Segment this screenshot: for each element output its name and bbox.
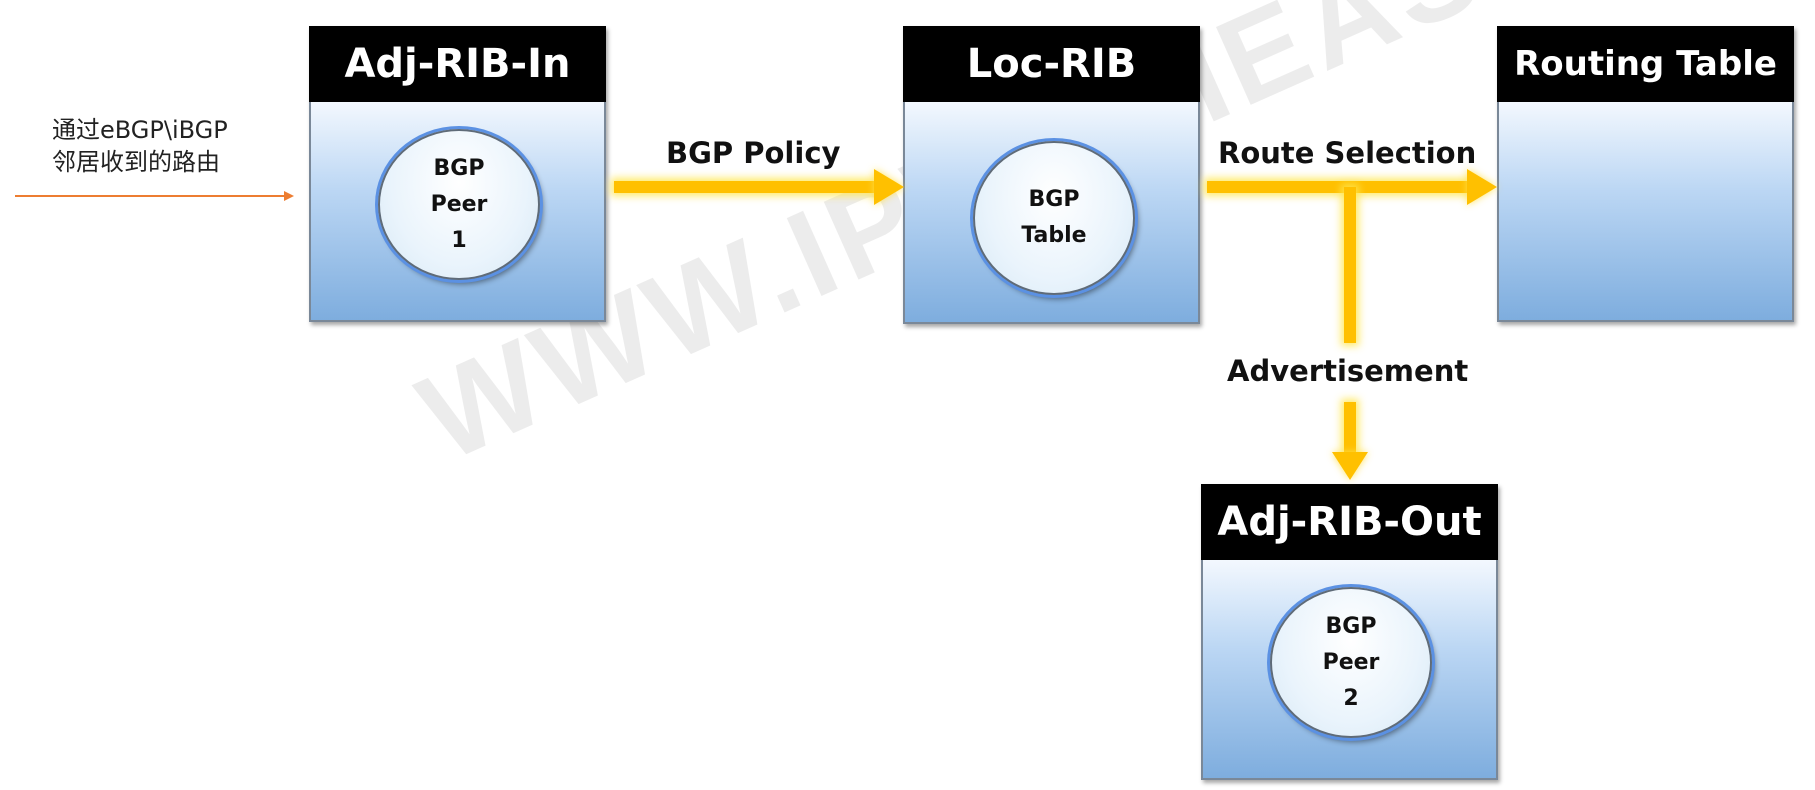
route-selection-arrowhead bbox=[1467, 169, 1497, 205]
loc-rib-box: Loc-RIB BGP Table bbox=[903, 26, 1200, 324]
routing-table-box: Routing Table bbox=[1497, 26, 1794, 322]
bgp-table-node: BGP Table bbox=[973, 141, 1135, 295]
bgp-policy-label: BGP Policy bbox=[666, 136, 841, 170]
incoming-arrowhead bbox=[284, 191, 294, 201]
bgp-peer-2-line-1: BGP bbox=[1325, 613, 1377, 639]
loc-rib-title: Loc-RIB bbox=[903, 26, 1200, 102]
bgp-peer-2-node: BGP Peer 2 bbox=[1270, 587, 1432, 738]
bgp-peer-1-line-1: BGP bbox=[433, 155, 485, 181]
advertisement-arrow-upper-shaft bbox=[1344, 187, 1356, 343]
advertisement-label: Advertisement bbox=[1227, 354, 1469, 388]
advertisement-arrowhead bbox=[1332, 452, 1368, 480]
incoming-routes-note-line-1: 通过eBGP\iBGP bbox=[52, 116, 228, 144]
adj-rib-out-title: Adj-RIB-Out bbox=[1201, 484, 1498, 560]
incoming-routes-note: 通过eBGP\iBGP 邻居收到的路由 bbox=[52, 114, 228, 178]
bgp-peer-1-node: BGP Peer 1 bbox=[378, 129, 540, 280]
adj-rib-in-title: Adj-RIB-In bbox=[309, 26, 606, 102]
routing-table-body bbox=[1497, 102, 1794, 322]
incoming-routes-note-line-2: 邻居收到的路由 bbox=[52, 148, 220, 176]
route-selection-label: Route Selection bbox=[1218, 136, 1477, 170]
bgp-peer-1-line-3: 1 bbox=[451, 227, 467, 253]
adj-rib-in-box: Adj-RIB-In BGP Peer 1 bbox=[309, 26, 606, 322]
bgp-peer-1-line-2: Peer bbox=[430, 191, 488, 217]
bgp-peer-2-line-2: Peer bbox=[1322, 649, 1380, 675]
bgp-table-line-1: BGP bbox=[1028, 187, 1080, 212]
advertisement-arrow-lower-shaft bbox=[1344, 402, 1356, 454]
route-selection-arrow-shaft bbox=[1207, 181, 1469, 193]
adj-rib-out-box: Adj-RIB-Out BGP Peer 2 bbox=[1201, 484, 1498, 780]
incoming-arrow-line bbox=[15, 195, 287, 197]
bgp-table-line-2: Table bbox=[1021, 223, 1087, 248]
bgp-peer-2-line-3: 2 bbox=[1343, 685, 1359, 711]
bgp-policy-arrowhead bbox=[874, 169, 904, 205]
routing-table-title: Routing Table bbox=[1497, 26, 1794, 102]
bgp-peer-1-label: BGP Peer 1 bbox=[431, 151, 488, 259]
bgp-policy-arrow-shaft bbox=[614, 181, 876, 193]
bgp-table-label: BGP Table bbox=[1021, 182, 1086, 254]
bgp-peer-2-label: BGP Peer 2 bbox=[1323, 609, 1380, 717]
